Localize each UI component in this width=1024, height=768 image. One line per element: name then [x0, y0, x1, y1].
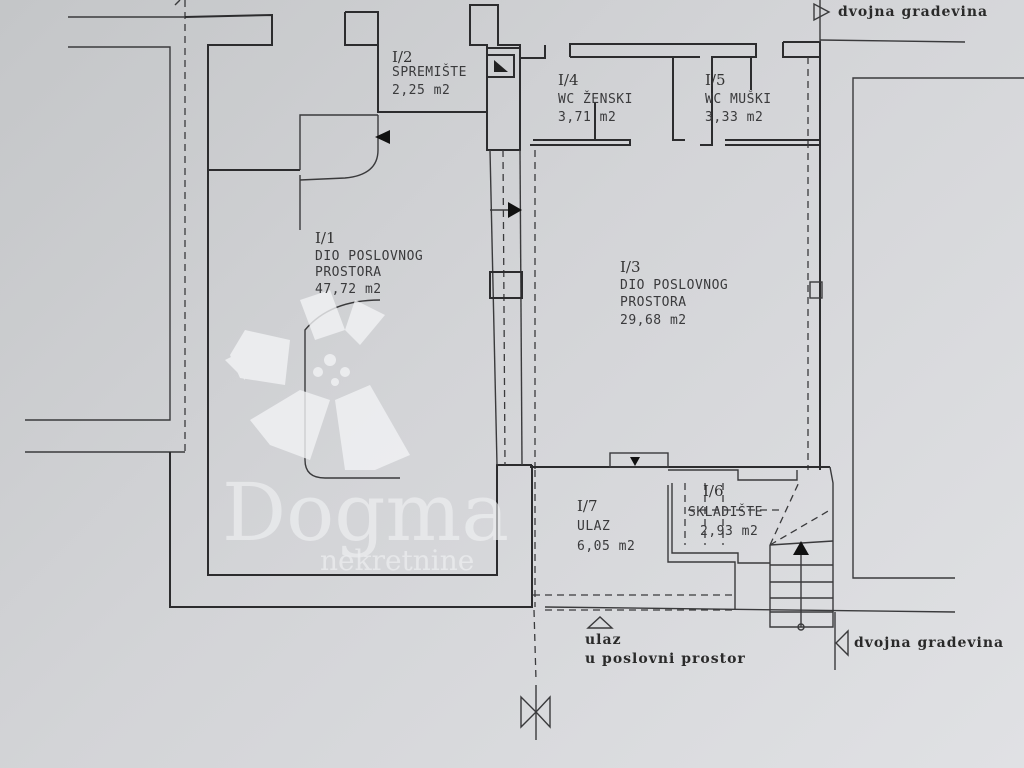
room-name: DIO POSLOVNOG [315, 249, 423, 264]
room-name: ULAZ [577, 519, 610, 534]
room-I6-label: I/6 SKLADIŠTE 2,93 m2 [688, 482, 763, 539]
room-area: 29,68 m2 [620, 313, 687, 328]
room-area: 2,93 m2 [700, 524, 758, 539]
neighbor-marker-icon [835, 629, 849, 657]
room-I4-label: I/4 WC ŽENSKI 3,71 m2 [558, 71, 633, 125]
door-arrow-icon [508, 202, 522, 218]
watermark-brand: Dogma [222, 466, 509, 559]
room-I5-label: I/5 WC MUŠKI 3,33 m2 [705, 71, 772, 125]
room-id: I/4 [558, 71, 579, 89]
room-area: 3,71 m2 [558, 110, 616, 125]
room-name: DIO POSLOVNOG [620, 278, 728, 293]
room-name: SKLADIŠTE [688, 504, 763, 520]
entrance-label-2: u poslovni prostor [585, 651, 746, 667]
room-name: WC ŽENSKI [558, 91, 633, 107]
room-I7-label: I/7 ULAZ 6,05 m2 [577, 497, 635, 554]
room-id: I/6 [703, 482, 724, 500]
exterior-walls [169, 4, 956, 681]
room-id: I/2 [392, 48, 413, 66]
room-area: 3,33 m2 [705, 110, 763, 125]
watermark-tagline: nekretnine [320, 544, 474, 577]
door-arrow-icon [375, 130, 390, 144]
room-id: I/1 [315, 229, 336, 247]
room-name: WC MUŠKI [705, 91, 772, 107]
room-id: I/3 [620, 258, 641, 276]
neighbor-building-left [25, 0, 186, 453]
room-id: I/5 [705, 71, 726, 89]
watermark-flower-icon [225, 290, 410, 470]
room-I1-label: I/1 DIO POSLOVNOG PROSTORA 47,72 m2 [315, 229, 423, 297]
room-name: SPREMIŠTE [392, 64, 467, 80]
room-I2-label: I/2 SPREMIŠTE 2,25 m2 [392, 48, 467, 98]
room-area: 47,72 m2 [315, 282, 382, 297]
entrance-marker-icon [586, 616, 614, 629]
neighbor-label-bottom: dvojna gradevina [854, 635, 1004, 651]
room-I3-label: I/3 DIO POSLOVNOG PROSTORA 29,68 m2 [620, 258, 728, 328]
room-name: PROSTORA [315, 265, 382, 280]
chimney-icon [494, 60, 508, 72]
entrance-label: ulaz [585, 632, 622, 648]
neighbor-building-right [174, 0, 1024, 670]
stair-arrow-icon [793, 541, 809, 555]
room-id: I/7 [577, 497, 598, 515]
room-name: PROSTORA [620, 295, 687, 310]
room-area: 2,25 m2 [392, 83, 450, 98]
watermark-logo: Dogma nekretnine [222, 290, 509, 577]
neighbor-label-top: dvojna gradevina [838, 4, 988, 20]
door-arrow-icon [630, 457, 640, 466]
neighbor-marker-icon [813, 2, 831, 22]
room-area: 6,05 m2 [577, 539, 635, 554]
section-mark-icon [520, 685, 551, 740]
